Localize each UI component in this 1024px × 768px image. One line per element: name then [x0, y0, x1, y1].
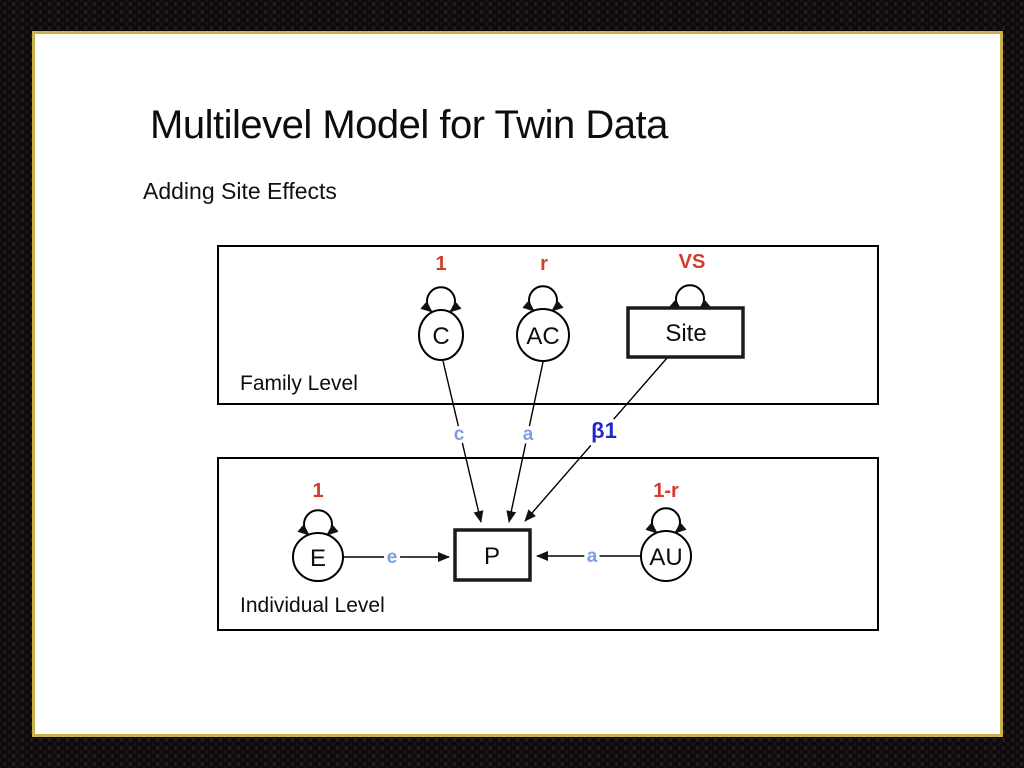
loop-label-ac: r	[540, 253, 548, 275]
edge-c-to-p	[442, 360, 484, 523]
self-loop-site	[669, 284, 711, 311]
node-au-label: AU	[649, 544, 682, 571]
node-e	[292, 532, 344, 582]
self-loop-au	[645, 507, 687, 534]
loop-label-au: 1-r	[653, 480, 679, 502]
individual-level-box	[217, 457, 879, 631]
page-subtitle: Adding Site Effects	[143, 178, 337, 204]
loop-label-e: 1	[312, 480, 323, 502]
node-p-label: P	[484, 543, 500, 570]
edge-ac-to-p	[506, 361, 544, 523]
edge-label-e: e	[387, 547, 398, 568]
edge-label-beta1: β1	[591, 418, 617, 443]
self-loop-ac	[522, 285, 564, 312]
node-au	[640, 530, 692, 582]
self-loop-c	[420, 286, 462, 313]
node-site-label: Site	[665, 320, 706, 347]
family-level-box	[217, 245, 879, 405]
family-level-label: Family Level	[240, 372, 358, 395]
self-loop-e	[297, 509, 339, 536]
edge-label-c: c	[454, 424, 465, 445]
individual-level-label: Individual Level	[240, 594, 385, 617]
page-title: Multilevel Model for Twin Data	[150, 103, 668, 147]
node-c-label: C	[432, 323, 449, 350]
edge-label-a-individual: a	[587, 546, 598, 567]
slide: Multilevel Model for Twin Data Adding Si…	[32, 31, 1003, 737]
node-ac	[516, 308, 570, 362]
node-c	[418, 309, 464, 361]
edge-label-a-family: a	[523, 424, 534, 445]
loop-label-site: VS	[679, 251, 706, 273]
edge-site-to-p	[524, 357, 668, 522]
node-e-label: E	[310, 545, 326, 572]
node-site	[626, 306, 745, 359]
node-ac-label: AC	[526, 323, 559, 350]
node-p	[453, 528, 532, 582]
loop-label-c: 1	[435, 253, 446, 275]
